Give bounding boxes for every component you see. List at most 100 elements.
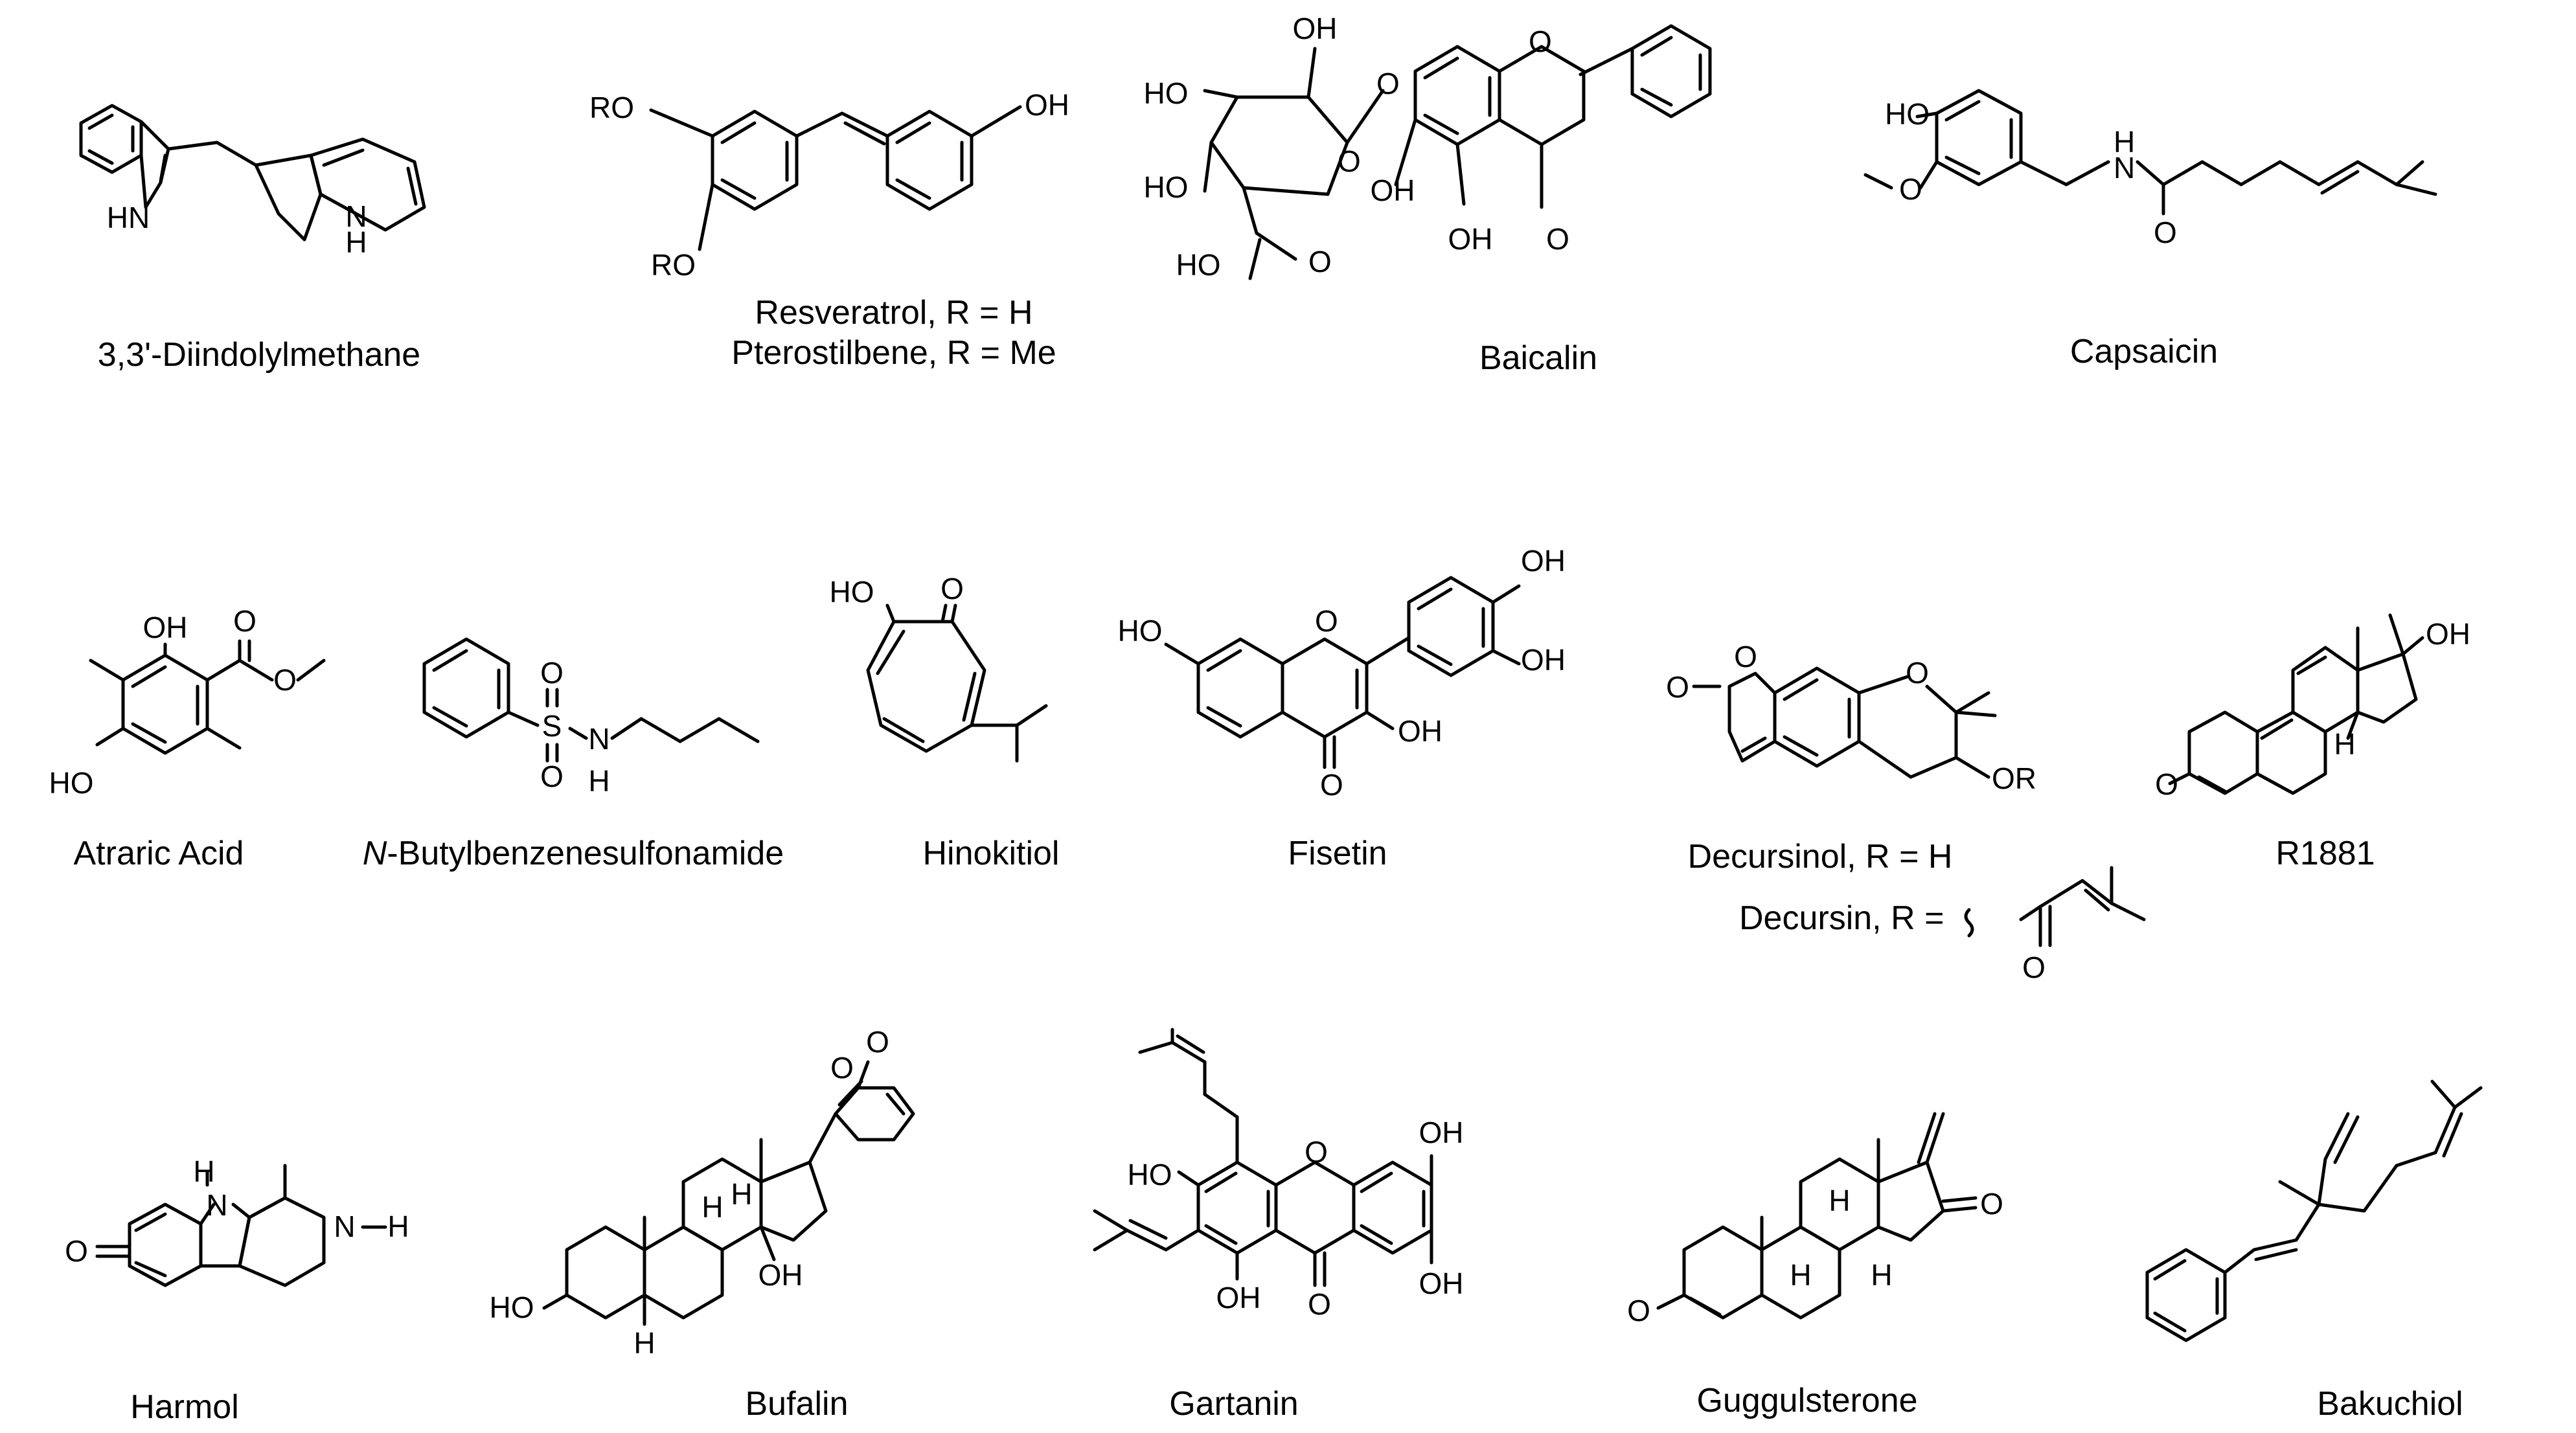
guggulsterone-atom-o-16: O [1980,1187,2003,1221]
compound-butylbenzenesulfonamide: O S O N H N-Butylbenzenesulfonamide [363,637,784,872]
compound-atraric-acid: OH O O HO Atraric Acid [49,604,326,872]
atraric-acid-structure [89,639,326,755]
guggulsterone-structure [1656,1112,1978,1320]
butylbenzenesulfonamide-structure [422,637,760,763]
baicalin-atom-o-link: O [1376,67,1400,100]
guggulsterone-atom-h-9: H [1790,1258,1811,1292]
fisetin-atom-oh-3: OH [1398,714,1442,748]
atraric-atom-o-carbonyl: O [233,604,256,638]
diindolyl-atom-n: N [345,199,367,233]
guggulsterone-atom-h-14: H [1871,1258,1892,1292]
r1881-atom-o: O [2155,767,2178,801]
compound-hinokitiol: HO O Hinokitiol [830,572,1060,872]
baicalin-atom-o-pyran: O [1529,25,1552,58]
harmol-structure [95,1164,387,1287]
baicalin-atom-oh-top: OH [1293,12,1338,45]
bufalin-atom-h-9: H [701,1190,723,1224]
gartanin-atom-o-carbonyl: O [1308,1287,1331,1321]
harmol-atom-n-indole: N [206,1188,227,1222]
capsaicin-atom-h: H [2114,125,2135,159]
fisetin-atom-ho: HO [1118,614,1163,648]
bufalin-atom-ho: HO [490,1291,534,1324]
harmol-atom-o: O [65,1234,88,1268]
guggulsterone-atom-h-8: H [1829,1184,1850,1217]
compound-decursinol: O O O OR O Decursinol, R = H Decursin, R… [1666,640,2146,984]
diindolyl-atom-h: H [345,225,367,259]
compound-harmol: H N N H O Harmol [65,1155,409,1426]
baicalin-atom-o-ring: O [1338,144,1361,178]
r1881-atom-oh: OH [2426,617,2470,651]
baicalin-atom-ho-1: HO [1144,76,1189,110]
compound-bufalin: O O HO H H H OH Bufalin [490,1025,915,1423]
baicalin-atom-ho-2: HO [1144,170,1189,204]
resveratrol-atom-ro-bottom: RO [651,248,696,282]
bufalin-atom-oh: OH [758,1258,803,1292]
hinokitiol-atom-o: O [940,572,964,605]
label-butylbenzenesulfonamide-rest: -Butylbenzenesulfonamide [387,835,784,872]
compound-guggulsterone: O O H H H Guggulsterone [1627,1112,2003,1419]
label-harmol: Harmol [130,1388,239,1426]
resveratrol-atom-oh: OH [1025,88,1069,122]
baicalin-atom-oh-5: OH [1448,222,1493,256]
decursinol-atom-o-pyran: O [1906,656,1929,690]
label-butylbenzenesulfonamide-italic: N [363,835,387,872]
baicalin-atom-o-4: O [1546,222,1569,256]
label-fisetin: Fisetin [1288,835,1387,872]
compound-capsaicin: HO O H N O Capsaicin [1864,89,2437,370]
compound-resveratrol: RO RO OH Resveratrol, R = H Pterostilben… [589,88,1069,372]
fisetin-structure [1164,576,1521,769]
gartanin-atom-oh-top: OH [1419,1116,1464,1149]
bufalin-structure [542,1060,915,1326]
label-capsaicin: Capsaicin [2070,333,2218,370]
capsaicin-atom-n: N [2114,151,2135,185]
capsaicin-atom-ho: HO [1885,97,1930,131]
gartanin-atom-ho: HO [1128,1158,1172,1191]
label-decursin: Decursin, R = [1739,899,1944,937]
baicalin-structure [1203,24,1712,280]
gartanin-structure [1093,1028,1433,1287]
gartanin-atom-oh-bottom-left: OH [1216,1281,1261,1315]
atraric-atom-o-ester: O [273,663,297,697]
bufalin-atom-h-8: H [731,1177,752,1211]
compound-baicalin: OH HO HO HO O O O O OH OH O Baicalin [1144,12,1712,377]
sulfonamide-atom-n: N [588,722,610,756]
fisetin-atom-oh-top: OH [1521,544,1566,578]
compound-r1881: OH O H R1881 [2155,613,2470,872]
label-atraric-acid: Atraric Acid [74,835,244,872]
decursinol-structure [1692,666,2146,947]
hinokitiol-atom-ho: HO [830,575,874,609]
compound-gartanin: HO O OH OH OH O OH Gartanin [1093,1028,1464,1423]
label-decursinol: Decursinol, R = H [1688,838,1953,875]
fisetin-atom-oh-right: OH [1521,643,1566,677]
sulfonamide-atom-o-bottom: O [540,760,564,793]
label-gartanin: Gartanin [1169,1385,1298,1423]
capsaicin-atom-o-amide: O [2154,216,2177,249]
bakuchiol-structure [2145,1079,2483,1342]
atraric-atom-oh: OH [143,611,188,644]
sulfonamide-atom-s: S [542,709,562,743]
harmol-atom-h-pyridine: H [387,1210,409,1243]
capsaicin-atom-o-methoxy: O [1899,172,1922,206]
capsaicin-structure [1864,89,2437,216]
label-bufalin: Bufalin [746,1385,849,1423]
compound-diindolylmethane: HN H N 3,3'-Diindolylmethane [79,104,426,374]
fisetin-atom-o-ring: O [1315,604,1338,638]
label-diindolylmethane: 3,3'-Diindolylmethane [98,336,420,374]
bufalin-atom-o-lactone: O [830,1051,854,1085]
label-resveratrol: Resveratrol, R = H [755,294,1032,332]
compound-fisetin: HO O OH OH O OH Fisetin [1118,544,1566,872]
baicalin-atom-oh-6: OH [1371,174,1415,207]
resveratrol-atom-ro-top: RO [589,91,634,124]
label-baicalin: Baicalin [1479,339,1597,377]
bufalin-atom-h-5: H [633,1326,655,1360]
harmol-atom-h-indole: H [193,1155,214,1188]
r1881-structure [2168,613,2424,795]
baicalin-atom-o-carbonyl: O [1308,245,1332,278]
label-hinokitiol: Hinokitiol [923,835,1060,872]
label-bakuchiol: Bakuchiol [2317,1385,2463,1423]
diindolylmethane-structure [79,104,426,242]
decursinol-atom-o-carbonyl: O [1666,670,1689,704]
decursinol-atom-or: OR [1992,762,2036,795]
decursinol-atom-o-lactone: O [1734,640,1757,673]
